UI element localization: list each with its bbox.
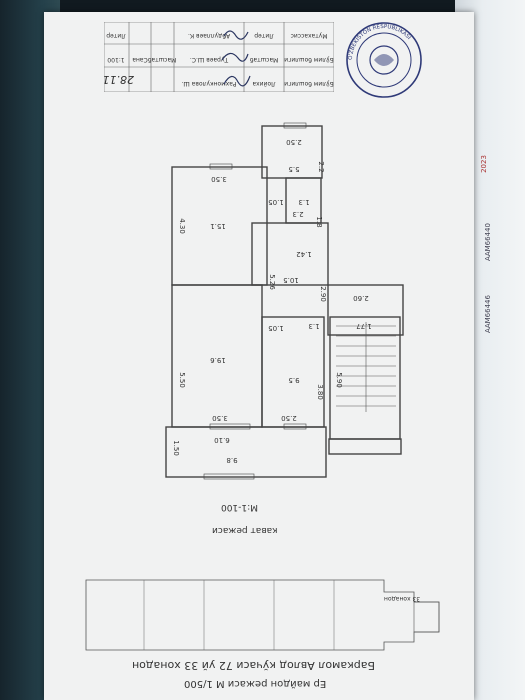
title-block-cell: Масштаб bbox=[147, 56, 176, 63]
title-block-cell: Литер bbox=[254, 32, 274, 39]
site-plan bbox=[85, 579, 440, 651]
dimension-label: 1.05 bbox=[268, 324, 284, 332]
dimension-label: 5.26 bbox=[268, 274, 276, 290]
dimension-label: 3.50 bbox=[212, 414, 228, 422]
dimension-label: 5.50 bbox=[178, 372, 186, 388]
title-block-cell: Бўлим бошлиги bbox=[284, 56, 334, 63]
dimension-label: 1.05 bbox=[268, 198, 284, 206]
floor-plan-label: кават режаси bbox=[212, 525, 278, 535]
right-page-line: ААМ66440 bbox=[484, 223, 493, 261]
dimension-label: 2.90 bbox=[319, 286, 327, 302]
document-sheet: Баркамол Авлод кўчаси 72 уй 33 хонадон Е… bbox=[44, 12, 474, 700]
dimension-label: 6.10 bbox=[214, 436, 230, 444]
title-block-cell: Сана bbox=[132, 56, 148, 63]
document-title: Баркамол Авлод кўчаси 72 уй 33 хонадон bbox=[132, 659, 376, 672]
title-block-cell: 1:100 bbox=[107, 56, 124, 63]
handwritten-date: 28.11 bbox=[104, 73, 134, 86]
dimension-label: 3.50 bbox=[211, 175, 227, 183]
dimension-label: 2.3 bbox=[292, 210, 303, 218]
dimension-label: 15.1 bbox=[210, 222, 226, 230]
right-page-line: ААМ66446 bbox=[484, 295, 493, 333]
dimension-label: 1.50 bbox=[172, 440, 180, 456]
dimension-label: 9.5 bbox=[288, 376, 299, 384]
dimension-label: 3.80 bbox=[316, 384, 324, 400]
dimension-label: 1.42 bbox=[296, 250, 312, 258]
unit-label: 33 хонадон bbox=[384, 595, 421, 602]
title-block-cell: Литер bbox=[106, 32, 126, 39]
dimension-label: 19.6 bbox=[210, 356, 226, 364]
title-block-cell: Абдуллаев К. bbox=[188, 32, 230, 39]
right-page-line: 2023 bbox=[480, 155, 489, 173]
title-block-cell: Лойиха bbox=[252, 80, 276, 87]
dimension-label: 5.90 bbox=[335, 372, 343, 388]
dimension-label: 4.30 bbox=[178, 218, 186, 234]
dimension-label: 1.3 bbox=[298, 198, 309, 206]
floor-plan: 2.50 3.50 2.2 5.5 1.3 2.3 1.8 1.05 4.30 … bbox=[165, 122, 404, 480]
floor-plan-scale: М:1-100 bbox=[221, 502, 258, 512]
dimension-label: 5.5 bbox=[288, 165, 299, 173]
dimension-label: 9.8 bbox=[226, 456, 237, 464]
dimension-label: 1.8 bbox=[315, 216, 323, 227]
title-block-cell: Мутахассис bbox=[291, 32, 328, 39]
title-block: Бўлим бошлиги Бўлим бошлиги Мутахассис Л… bbox=[104, 22, 334, 92]
dimension-label: 1.77 bbox=[356, 322, 372, 330]
title-block-cell: Тураев Ш.С. bbox=[190, 56, 229, 63]
document-subtitle: Ер майдон режаси М 1/500 bbox=[184, 678, 327, 689]
dimension-label: 2.50 bbox=[286, 138, 302, 146]
dimension-label: 2.2 bbox=[317, 161, 325, 172]
dimension-label: 2.60 bbox=[353, 294, 369, 302]
official-seal: O'ZBEKISTON RESPUBLIKASI bbox=[346, 22, 422, 98]
title-block-cell: Рахмонкулова Ш. bbox=[181, 80, 236, 87]
dimension-label: 10.5 bbox=[283, 276, 299, 284]
dimension-label: 2.50 bbox=[281, 414, 297, 422]
title-block-cell: Масштаб bbox=[249, 56, 278, 63]
title-block-cell: Бўлим бошлиги bbox=[284, 80, 334, 87]
dimension-label: 1.3 bbox=[308, 322, 319, 330]
